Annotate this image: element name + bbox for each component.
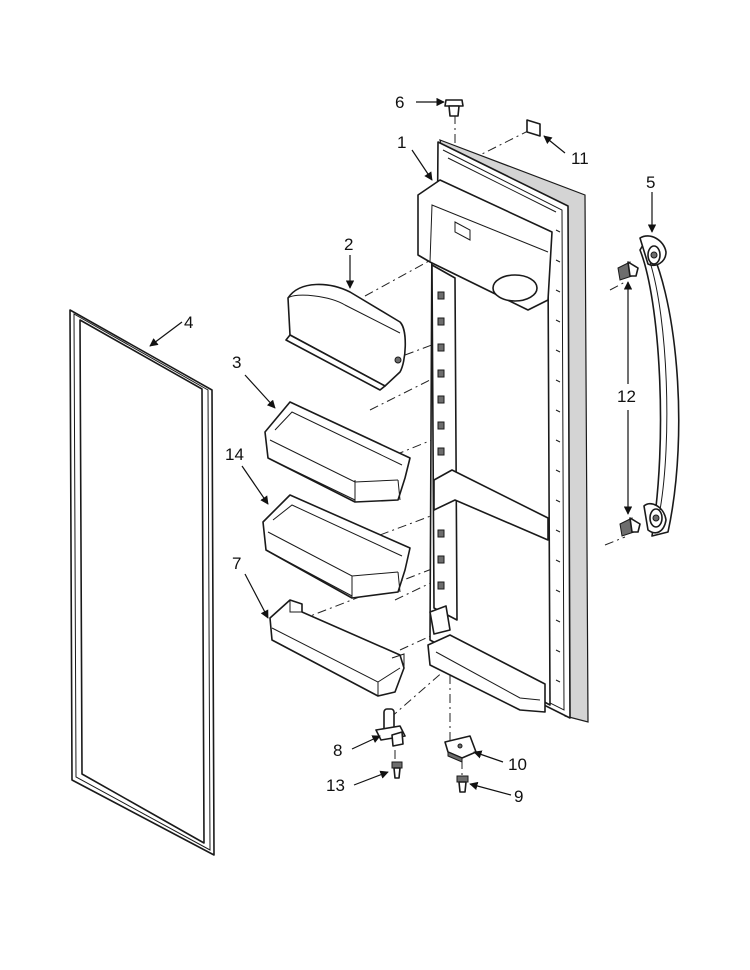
door-bin-upper xyxy=(264,401,411,503)
door-top-plug xyxy=(444,99,464,117)
door-handle xyxy=(639,235,680,537)
callout-2: 2 xyxy=(344,235,353,254)
door-gasket xyxy=(69,309,215,856)
door-shelf-slots xyxy=(437,291,445,590)
callout-12: 12 xyxy=(617,387,636,406)
hinge-pin xyxy=(375,708,406,747)
callout-7: 7 xyxy=(232,554,241,573)
callout-9: 9 xyxy=(514,787,523,806)
hinge-pin-screw xyxy=(391,761,403,779)
door-bin-bottom xyxy=(269,599,405,697)
callout-1: 1 xyxy=(397,133,406,152)
dairy-door-cover xyxy=(285,283,407,391)
callout-5: 5 xyxy=(646,173,655,192)
hinge-bracket-screw xyxy=(456,775,469,793)
hinge-bracket xyxy=(444,735,477,763)
callout-11: 11 xyxy=(571,149,589,168)
callout-13: 13 xyxy=(326,776,345,795)
callout-8: 8 xyxy=(333,741,342,760)
callout-6: 6 xyxy=(395,93,404,112)
handle-screw-upper xyxy=(617,261,639,281)
handle-screw-lower xyxy=(619,517,641,537)
callout-3: 3 xyxy=(232,353,241,372)
door-rail-texture xyxy=(555,229,561,683)
callout-14: 14 xyxy=(225,445,244,464)
door-bin-lower xyxy=(262,494,411,599)
callout-4: 4 xyxy=(184,313,193,332)
callout-10: 10 xyxy=(508,755,527,774)
door-top-label xyxy=(526,119,541,137)
callout-labels: 1 2 3 4 5 6 7 8 9 10 11 12 13 14 xyxy=(184,93,655,806)
door-assembly xyxy=(417,139,589,723)
callout-leaders xyxy=(149,97,657,796)
